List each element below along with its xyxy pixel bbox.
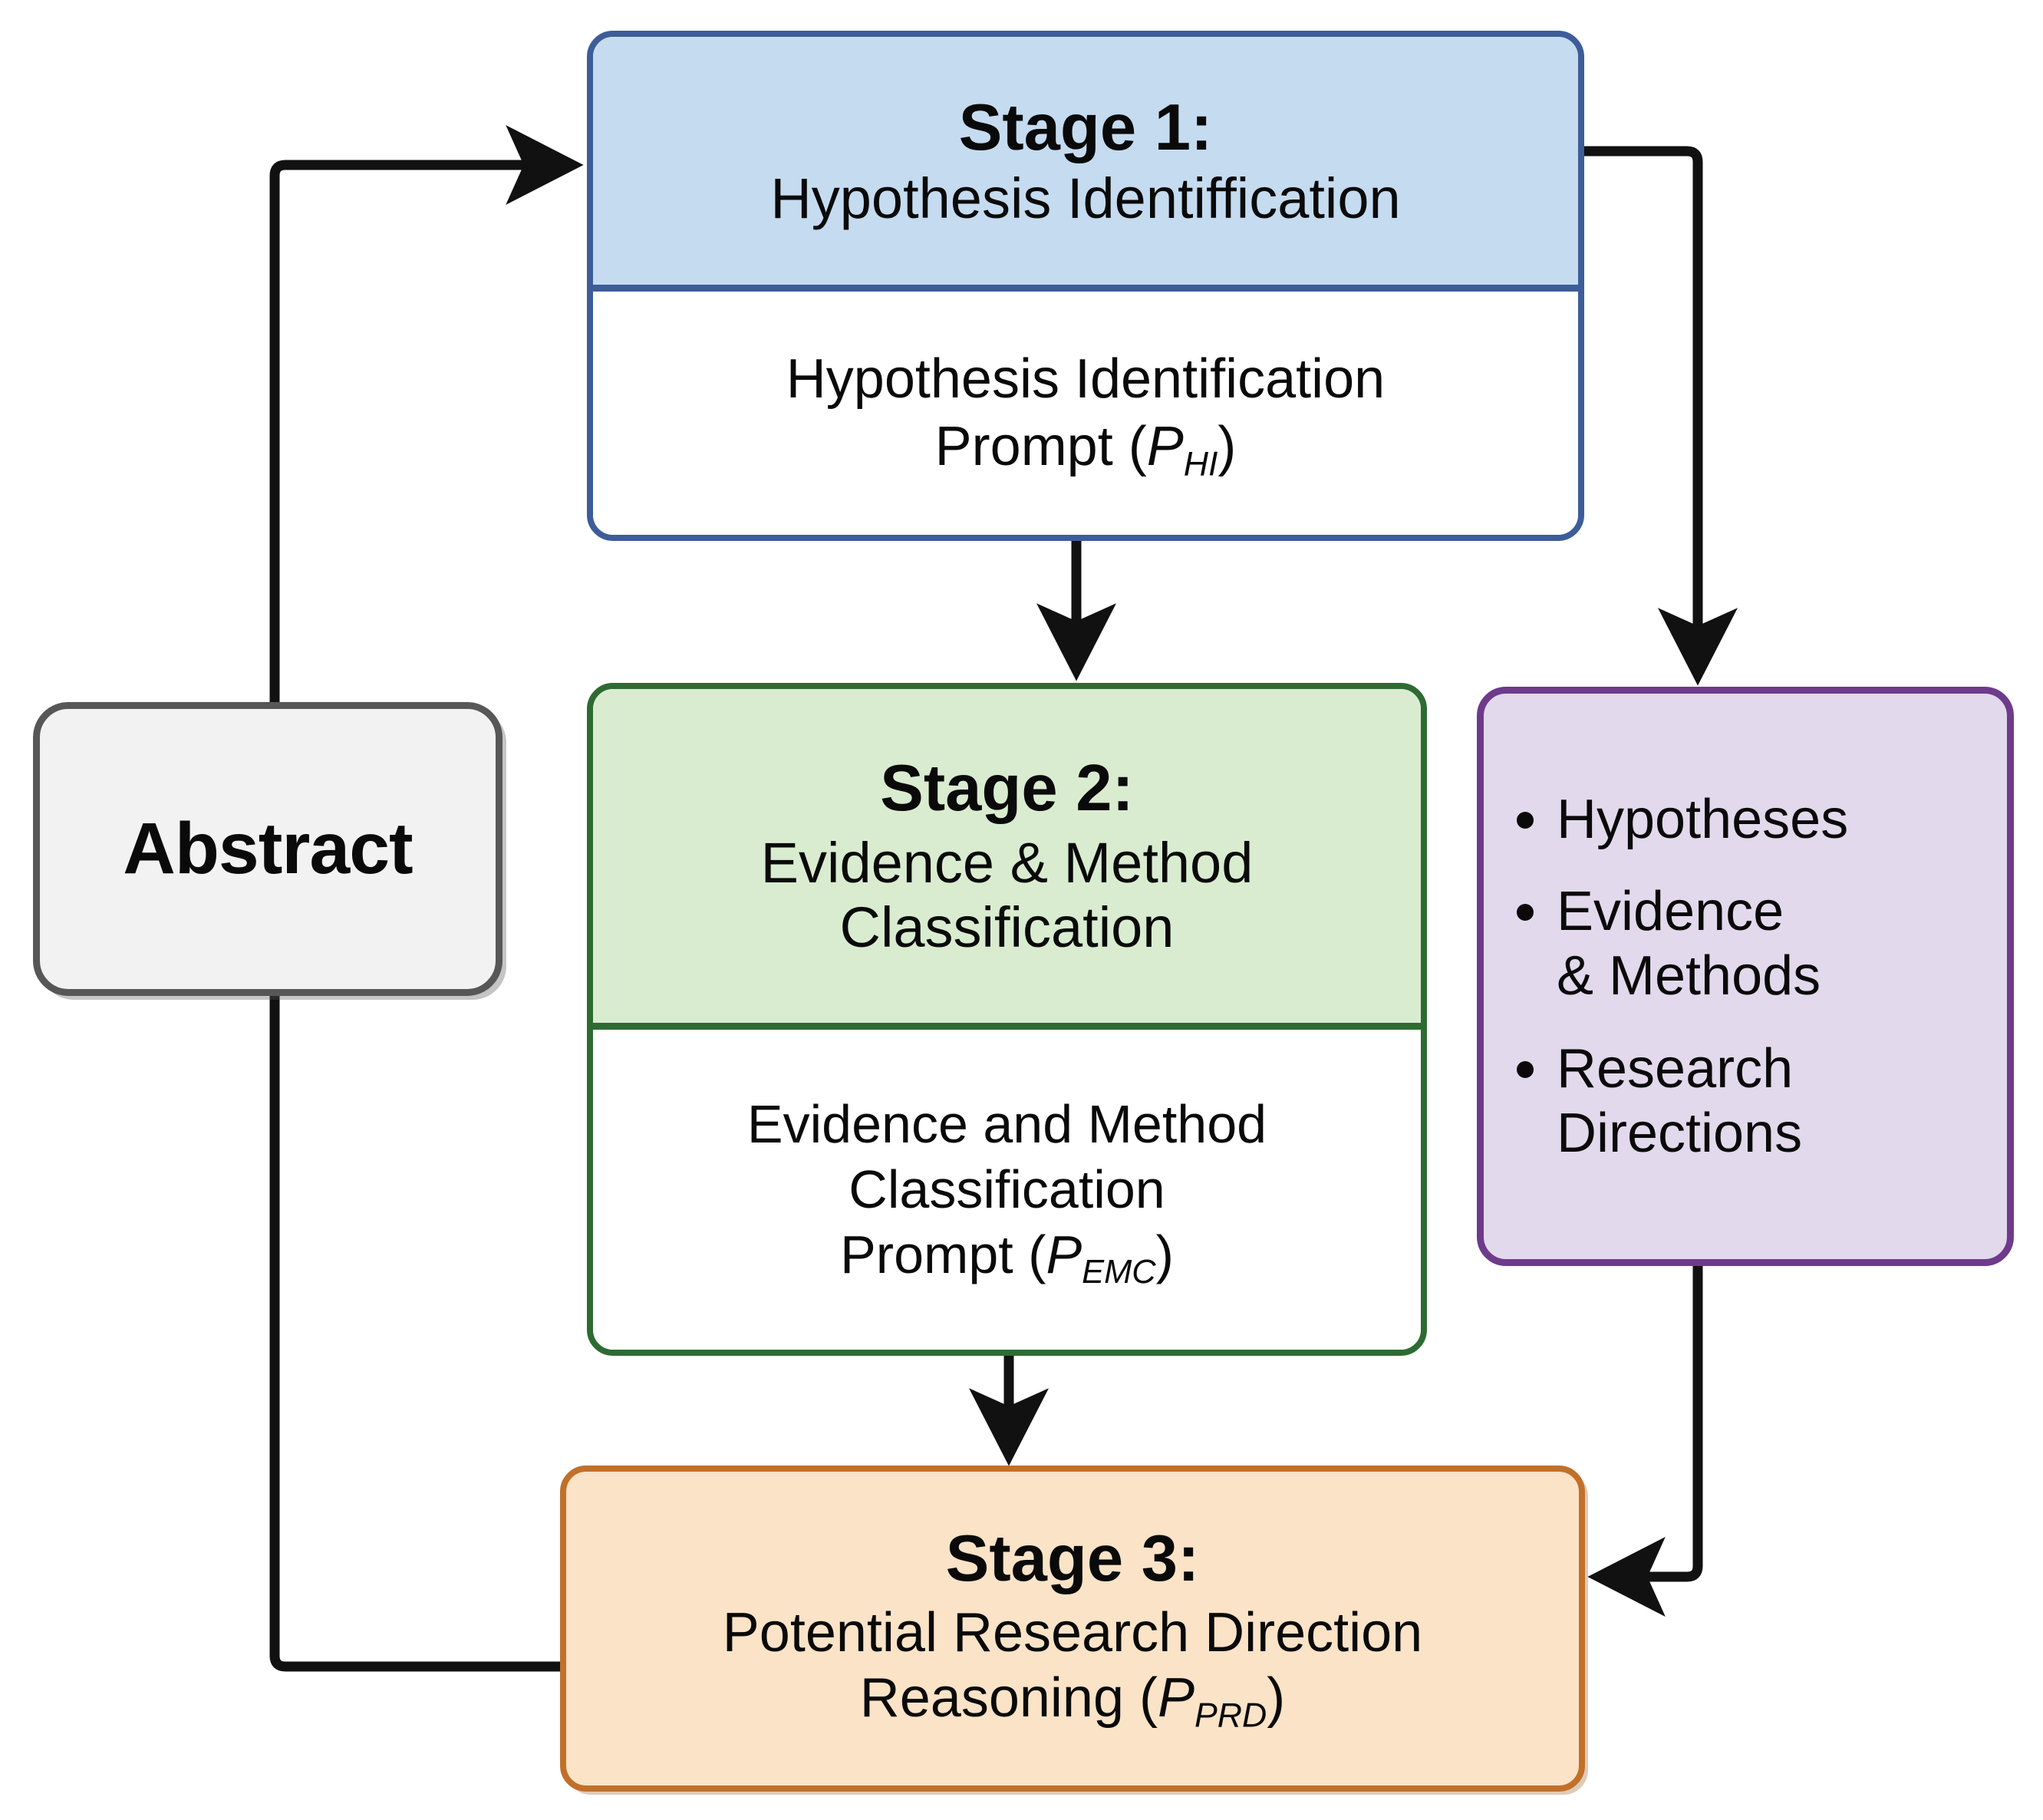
stage2-prompt-line1: Evidence and Method xyxy=(746,1093,1267,1154)
stage1-prompt-paren-close: ) xyxy=(1218,415,1237,477)
stage2-subtitle-line2: Classification xyxy=(839,895,1175,959)
connector-stage1-to-outputs xyxy=(1584,146,1738,686)
outputs-item-evidence-methods-line1: Evidence xyxy=(1557,881,1784,943)
stage3-paren-close: ) xyxy=(1267,1667,1286,1729)
abstract-node[interactable]: Abstract xyxy=(33,702,503,996)
stage1-subtitle: Hypothesis Identiffication xyxy=(770,166,1401,230)
stage1-prompt-line1: Hypothesis Identification xyxy=(786,348,1386,410)
outputs-item-research-directions-line1: Research xyxy=(1557,1037,1794,1100)
stage1-body: Hypothesis Identification Prompt (PHI) xyxy=(593,292,1578,535)
outputs-list: Hypotheses Evidence & Methods Research D… xyxy=(1484,787,2007,1166)
abstract-label-container: Abstract xyxy=(40,709,496,989)
outputs-item-research-directions: Research Directions xyxy=(1517,1037,1990,1166)
stage3-symbol: P xyxy=(1158,1667,1195,1729)
stage3-title: Stage 3: xyxy=(945,1522,1200,1595)
outputs-item-research-directions-line2: Directions xyxy=(1557,1102,1803,1164)
stage1-prompt-symbol: P xyxy=(1146,415,1184,477)
stage2-title: Stage 2: xyxy=(880,751,1134,825)
stage1-prompt-paren-open: Prompt ( xyxy=(934,415,1147,477)
stage1-prompt-subscript: HI xyxy=(1183,445,1218,483)
stage3-node[interactable]: Stage 3: Potential Research Direction Re… xyxy=(560,1466,1585,1792)
stage2-prompt-paren-close: ) xyxy=(1155,1225,1174,1285)
stage1-header: Stage 1: Hypothesis Identiffication xyxy=(593,37,1578,292)
stage2-prompt-line3: Prompt (PEMC) xyxy=(840,1222,1174,1293)
stage2-prompt-paren-open: Prompt ( xyxy=(840,1225,1046,1285)
stage1-title: Stage 1: xyxy=(958,91,1213,165)
outputs-item-hypotheses: Hypotheses xyxy=(1517,787,1990,852)
outputs-item-hypotheses-line1: Hypotheses xyxy=(1557,788,1849,850)
outputs-node[interactable]: Hypotheses Evidence & Methods Research D… xyxy=(1477,687,2014,1266)
stage1-node[interactable]: Stage 1: Hypothesis Identiffication Hypo… xyxy=(587,31,1584,541)
stage1-prompt-line2: Prompt (PHI) xyxy=(935,414,1237,486)
stage3-content: Stage 3: Potential Research Direction Re… xyxy=(566,1472,1579,1785)
stage2-header: Stage 2: Evidence & Method Classificatio… xyxy=(593,689,1421,1030)
stage2-subtitle-line1: Evidence & Method xyxy=(760,830,1254,895)
stage3-paren-open: Reasoning ( xyxy=(859,1667,1158,1729)
stage2-prompt-subscript: EMC xyxy=(1082,1254,1156,1291)
stage3-line2: Reasoning (PPRD) xyxy=(860,1666,1285,1736)
stage2-prompt-line2: Classification xyxy=(849,1159,1165,1220)
stage2-prompt-symbol: P xyxy=(1046,1225,1082,1285)
outputs-item-evidence-methods-line2: & Methods xyxy=(1557,945,1821,1007)
abstract-label: Abstract xyxy=(123,808,413,889)
outputs-item-evidence-methods: Evidence & Methods xyxy=(1517,879,1990,1008)
stage2-body: Evidence and Method Classification Promp… xyxy=(593,1030,1421,1350)
stage3-subscript: PRD xyxy=(1194,1696,1267,1735)
stage3-line1: Potential Research Direction xyxy=(722,1602,1423,1664)
connector-outputs-to-stage3 xyxy=(1587,1266,1703,1617)
stage2-node[interactable]: Stage 2: Evidence & Method Classificatio… xyxy=(587,683,1427,1356)
